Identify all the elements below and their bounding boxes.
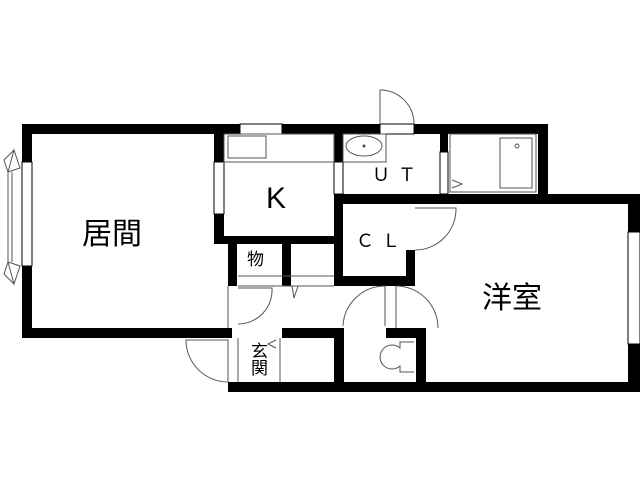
wall-wc-right [416, 328, 426, 384]
wall-storage-left [228, 236, 237, 286]
room-label-western: 洋室 [482, 281, 542, 316]
kitchen-sink-icon [227, 135, 267, 159]
window-kitchen [239, 123, 283, 135]
window-kitchen-left [213, 161, 225, 215]
wall-ut-bottom [334, 194, 640, 204]
wall-cl-right [406, 250, 415, 286]
window-living-left [21, 161, 33, 267]
room-label-closet: ＣＬ [356, 231, 408, 251]
doors [185, 89, 457, 383]
room-label-utility: ＵＴ [372, 165, 424, 185]
wall-living-top [22, 124, 216, 134]
door-bath [439, 151, 449, 195]
room-label-kitchen: K [266, 182, 287, 215]
wall-western-right-upper [628, 194, 640, 232]
room-label-living: 居間 [82, 217, 142, 252]
wall-ut-bath [440, 124, 448, 152]
room-label-entrance: 玄関 [247, 342, 267, 376]
wall-wc-top [386, 328, 424, 338]
wall-top-2 [282, 124, 380, 134]
door-wc [342, 285, 386, 327]
wall-k-ut-lower [334, 194, 343, 286]
bay-window-icon [3, 148, 21, 286]
door-western [395, 285, 439, 329]
opening-k-ut [333, 161, 344, 195]
wall-bath-right [538, 124, 548, 204]
door-ut-exterior [379, 89, 415, 125]
room-label-storage: 物 [247, 250, 264, 270]
wall-cl-bottom [334, 276, 415, 286]
wall-wc-left [334, 328, 344, 384]
wall-western-right-lower [628, 344, 640, 392]
wall-living-bottom [22, 328, 232, 338]
wall-cl-a [406, 194, 415, 204]
window-ut [379, 123, 415, 135]
wall-kitchen-left-upper [214, 124, 224, 162]
wall-living-left-lower [22, 266, 32, 338]
drain-icon [514, 143, 520, 149]
wall-entry-left [180, 328, 232, 338]
wall-entry-mid [282, 328, 344, 338]
wall-k-ut-upper [334, 124, 343, 162]
kitchen-counter-icon [223, 133, 335, 163]
wall-top-3 [414, 124, 548, 134]
washbasin-counter-icon [342, 133, 387, 163]
wall-kitchen-left-lower [214, 214, 224, 244]
bathtub-icon [499, 137, 533, 189]
bath-step-icon [451, 179, 464, 189]
wall-top-1 [214, 124, 240, 134]
wall-kitchen-bottom [214, 236, 338, 244]
door-entrance [185, 339, 229, 383]
door-cl [414, 207, 457, 251]
toilet-icon [379, 341, 414, 373]
step-marker [291, 285, 299, 299]
entrance-step [266, 339, 277, 349]
washbasin-icon [345, 135, 383, 157]
window-western-right [627, 231, 640, 345]
bathroom-floor-icon [449, 133, 537, 193]
wall-living-left-upper [22, 124, 32, 162]
wall-bottom [228, 382, 640, 392]
wall-storage-right [282, 244, 291, 286]
fixtures [223, 133, 537, 373]
door-storage [237, 287, 273, 325]
walls [22, 124, 640, 392]
windows [21, 123, 640, 345]
